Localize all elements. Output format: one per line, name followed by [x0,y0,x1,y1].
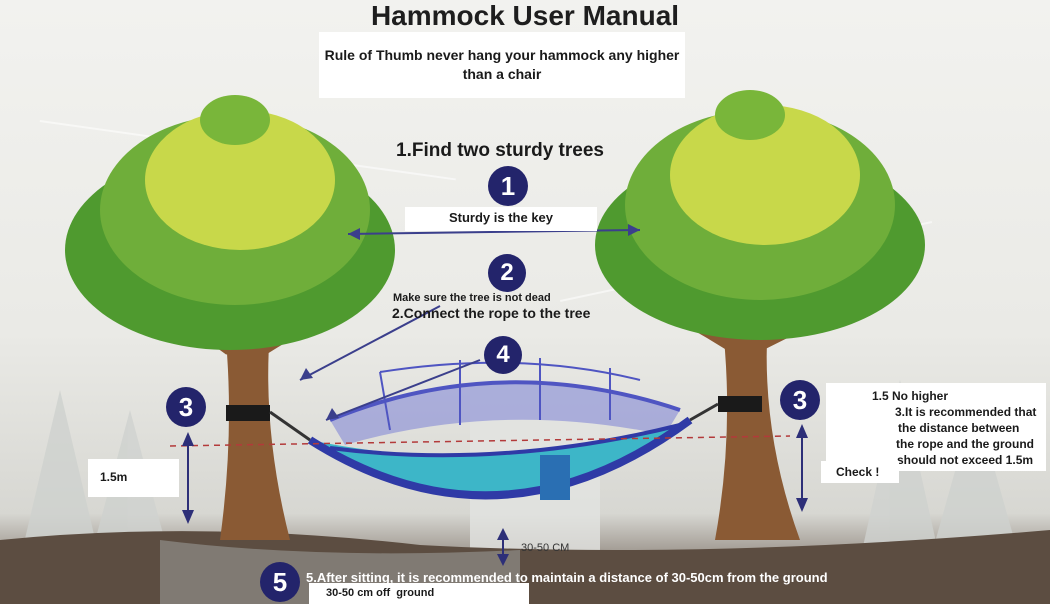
rule-of-thumb-text: Rule of Thumb never hang your hammock an… [324,47,680,82]
height-left-text: 1.5m [100,470,128,484]
ground-gap-label: 30-50 CM [521,542,570,554]
check-box [821,461,899,483]
step4-number-badge: 4 [484,336,522,374]
step2-number-badge: 2 [488,254,526,292]
sturdy-key-text: Sturdy is the key [448,210,554,225]
step2-heading: 2.Connect the rope to the tree [392,305,591,321]
left-tree [65,95,395,540]
step3-text-line2: the distance between [898,421,1020,435]
step3-left-number-badge: 3 [166,387,206,427]
hammock [307,416,693,500]
step3-right-number-badge: 3 [780,380,820,420]
check-text: Check ! [836,465,880,479]
off-ground-box [309,583,529,604]
step3-text-line4: should not exceed 1.5m [897,453,1034,467]
rule-of-thumb-box [319,32,685,98]
page-title: Hammock User Manual [370,0,680,31]
step3-text-line1: 3.It is recommended that [895,405,1037,419]
tree-not-dead-text: Make sure the tree is not dead [393,292,551,304]
height-left-box [88,459,179,497]
right-tree [595,90,925,540]
step3-text-line3: the rope and the ground [896,437,1034,451]
step5-number-badge: 5 [260,562,300,602]
no-higher-text: 1.5 No higher [872,389,949,403]
step1-number-badge: 1 [488,166,528,206]
off-ground-text: 30-50 cm off ground [326,587,435,599]
step5-text: 5.After sitting, it is recommended to ma… [306,570,828,585]
sturdy-key-box [405,207,597,231]
step1-heading: 1.Find two sturdy trees [396,140,604,161]
step3-info-box [826,383,1046,471]
